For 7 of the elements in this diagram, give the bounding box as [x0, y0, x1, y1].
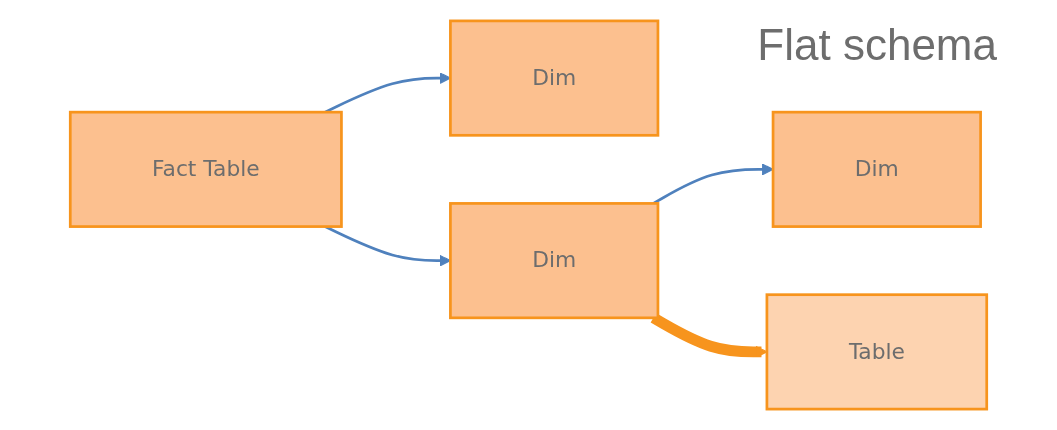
node-box: Dim — [449, 19, 660, 137]
node-box: Table — [765, 293, 989, 411]
diagram-title: Flat schema — [757, 20, 997, 70]
node-box: Dim — [771, 110, 982, 228]
arrow — [652, 163, 774, 205]
node-box: Dim — [449, 202, 660, 320]
node-box: Fact Table — [68, 110, 343, 228]
